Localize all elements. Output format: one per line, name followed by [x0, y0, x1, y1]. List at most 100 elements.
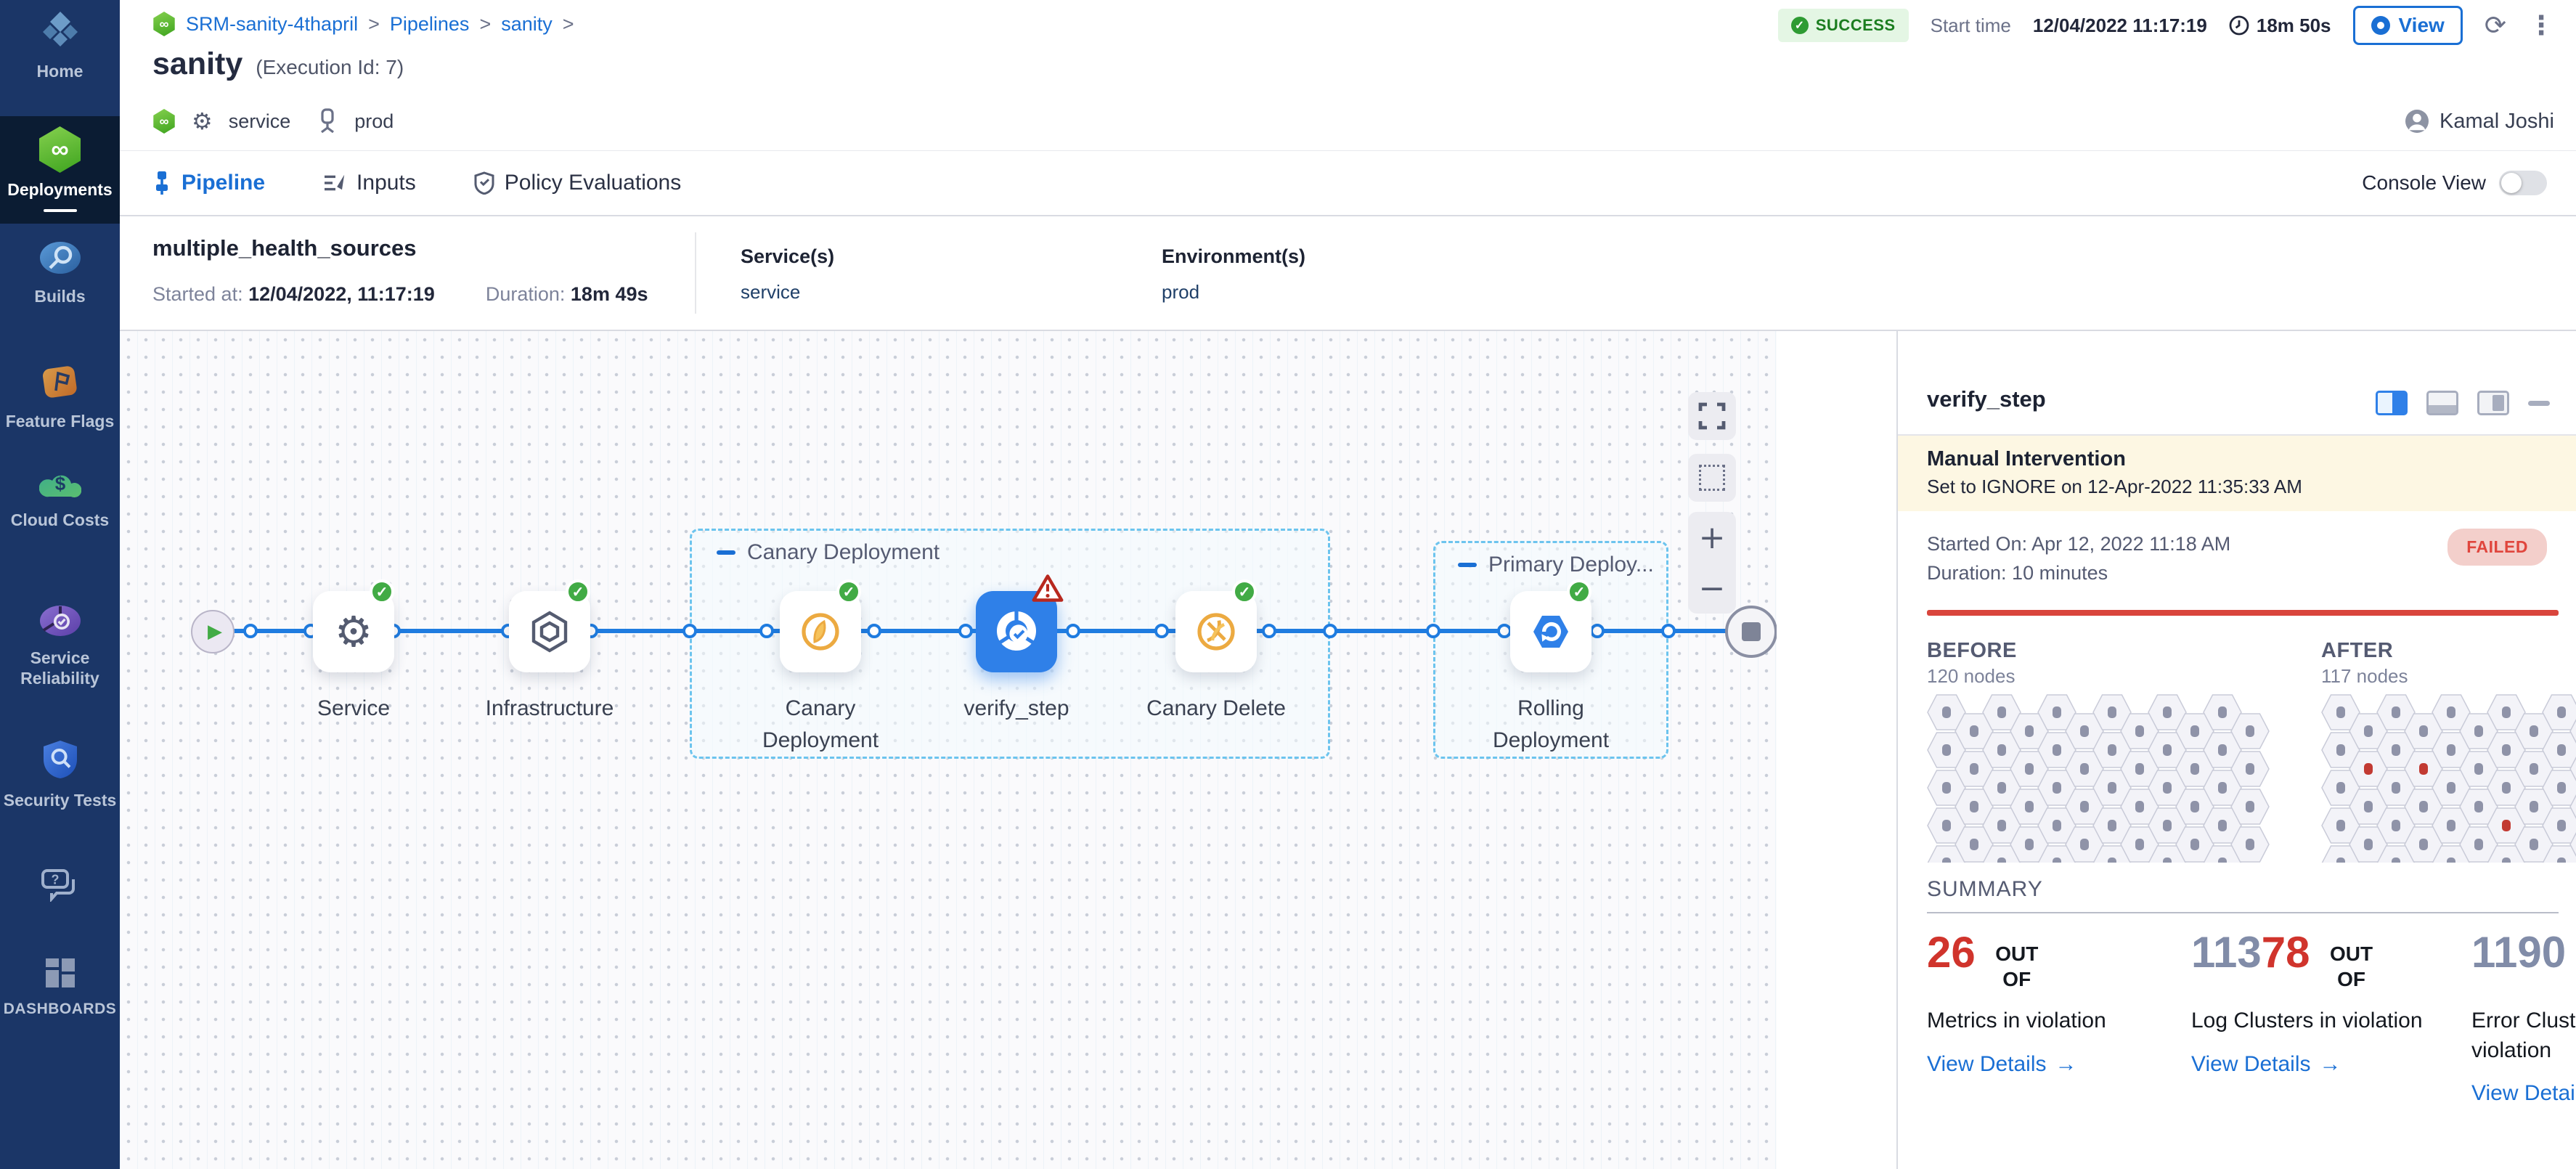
execution-header-actions: ✓ SUCCESS Start time 12/04/2022 11:17:19…: [1777, 6, 2554, 45]
breadcrumb-project[interactable]: SRM-sanity-4thapril: [186, 12, 359, 35]
sidebar-item-builds[interactable]: Builds: [0, 240, 120, 307]
console-view-toggle[interactable]: [2499, 171, 2547, 195]
after-label: AFTER: [2321, 639, 2394, 662]
user-row: Kamal Joshi: [2405, 109, 2554, 134]
service-reliability-icon: [39, 606, 81, 636]
connector-dot[interactable]: [1323, 624, 1337, 638]
connector-dot[interactable]: [1262, 624, 1276, 638]
canary-deployment-icon: [802, 613, 839, 651]
layout-bottom-icon[interactable]: [2426, 391, 2458, 415]
group-label-primary[interactable]: Primary Deploy...: [1458, 553, 1654, 577]
sidebar-item-service-reliability[interactable]: Service Reliability: [0, 604, 120, 688]
start-time-value: 12/04/2022 11:17:19: [2032, 14, 2207, 36]
environment-link[interactable]: prod: [1162, 281, 1200, 303]
service-tag[interactable]: service: [228, 110, 291, 132]
connector-dot[interactable]: [867, 624, 881, 638]
tab-inputs[interactable]: Inputs: [323, 171, 416, 195]
group-primary-deployment[interactable]: [1433, 541, 1668, 759]
sidebar-item-dashboards[interactable]: DASHBOARDS: [0, 957, 120, 1018]
marquee-select-button[interactable]: [1688, 454, 1736, 502]
deployments-icon: ∞: [38, 126, 81, 173]
tab-pipeline[interactable]: Pipeline: [152, 171, 265, 195]
main-area: ∞ SRM-sanity-4thapril > Pipelines > sani…: [120, 0, 2576, 1169]
connector-dot[interactable]: [682, 624, 697, 638]
success-badge-icon: ✓: [566, 579, 590, 604]
tabs-row: Pipeline Inputs: [120, 151, 2576, 216]
start-time-label: Start time: [1930, 14, 2011, 36]
user-name[interactable]: Kamal Joshi: [2440, 109, 2554, 133]
warning-badge-icon: [1032, 574, 1064, 606]
connector-dot[interactable]: [958, 624, 973, 638]
service-link[interactable]: service: [741, 281, 801, 303]
connector-dot[interactable]: [243, 624, 258, 638]
zoom-in-button[interactable]: +: [1698, 518, 1726, 556]
breadcrumb-pipeline[interactable]: sanity: [501, 12, 553, 35]
node-label: verify_step: [963, 696, 1069, 720]
error-clusters-stat-label: Error Clusters in violation: [2471, 1009, 2576, 1062]
zoom-out-button[interactable]: −: [1698, 569, 1726, 607]
tag-row: ∞ ⚙ service prod: [152, 107, 394, 135]
connector-dot[interactable]: [1590, 624, 1605, 638]
sidebar-item-feature-flags[interactable]: Feature Flags: [0, 362, 120, 432]
connector-dot[interactable]: [1066, 624, 1080, 638]
sidebar-item-cloud-costs[interactable]: $ Cloud Costs: [0, 466, 120, 531]
metrics-view-details-link[interactable]: View Details →: [1927, 1051, 2077, 1076]
service-gear-icon: ⚙: [192, 107, 213, 135]
pipeline-start-node[interactable]: ▶: [191, 610, 235, 653]
node-label: Infrastructure: [485, 696, 614, 720]
error-clusters-view-details-link[interactable]: View Details →: [2471, 1081, 2576, 1105]
svg-text:$: $: [54, 473, 65, 494]
tab-policy-evaluations[interactable]: Policy Evaluations: [474, 171, 681, 195]
view-button[interactable]: View: [2352, 6, 2463, 45]
inputs-tab-icon: [325, 174, 345, 191]
sidebar-item-security-tests[interactable]: Security Tests: [0, 739, 120, 811]
cloud-costs-icon: $: [38, 473, 81, 497]
node-canary-deployment[interactable]: [780, 591, 861, 672]
connector-dot[interactable]: [1426, 624, 1440, 638]
stage-info-bar: multiple_health_sources Started at: 12/0…: [120, 216, 2576, 331]
collapse-dash-icon[interactable]: [717, 550, 735, 555]
layout-right-icon[interactable]: [2376, 391, 2408, 415]
node-rolling-deployment[interactable]: [1510, 591, 1591, 672]
node-label: Service: [317, 696, 391, 720]
group-label-canary[interactable]: Canary Deployment: [717, 540, 939, 565]
pipeline-canvas[interactable]: Canary Deployment Primary Deploy... ▶ ⚙ …: [120, 331, 1777, 1169]
fit-to-screen-button[interactable]: [1688, 392, 1736, 440]
execution-id: (Execution Id: 7): [256, 56, 404, 78]
collapse-dash-icon[interactable]: [1458, 563, 1477, 567]
connector-dot[interactable]: [1497, 624, 1512, 638]
log-clusters-view-details-link[interactable]: View Details →: [2191, 1051, 2341, 1076]
node-verify-step[interactable]: [976, 591, 1057, 672]
node-infrastructure[interactable]: [509, 591, 590, 672]
sidebar-item-help[interactable]: ?: [0, 868, 120, 905]
node-service[interactable]: ⚙: [313, 591, 394, 672]
connector-dot[interactable]: [1661, 624, 1676, 638]
kebab-menu-icon[interactable]: ⋮: [2528, 10, 2554, 41]
layout-float-icon[interactable]: [2477, 391, 2509, 415]
sidebar-item-deployments[interactable]: ∞ Deployments: [0, 116, 120, 224]
node-canary-delete[interactable]: [1175, 591, 1257, 672]
canary-delete-icon: [1197, 613, 1235, 651]
breadcrumb-pipelines[interactable]: Pipelines: [389, 12, 470, 35]
environment-tag[interactable]: prod: [354, 110, 394, 132]
minimize-icon[interactable]: [2528, 400, 2550, 406]
node-label: Canary Deployment: [762, 696, 879, 752]
clock-icon: [2229, 15, 2249, 36]
environment-icon: [321, 108, 335, 134]
after-node-grid: [2321, 694, 2576, 900]
stage-duration: Duration: 18m 49s: [485, 283, 648, 305]
panel-title: verify_step: [1927, 386, 2046, 412]
sidebar-item-home[interactable]: Home: [0, 10, 120, 82]
sidebar-item-label: Builds: [34, 287, 86, 306]
refresh-icon[interactable]: ⟳: [2484, 10, 2506, 41]
sidebar-item-label: Deployments: [7, 180, 113, 199]
step-duration: Duration: 10 minutes: [1927, 562, 2108, 584]
metrics-violation-count: 26: [1927, 928, 1976, 977]
zoom-controls: + −: [1688, 512, 1736, 614]
connector-dot[interactable]: [759, 624, 774, 638]
pipeline-end-node[interactable]: [1725, 606, 1777, 658]
summary-label: SUMMARY: [1927, 877, 2043, 901]
before-count: 120 nodes: [1927, 665, 2015, 687]
connector-dot[interactable]: [1154, 624, 1169, 638]
